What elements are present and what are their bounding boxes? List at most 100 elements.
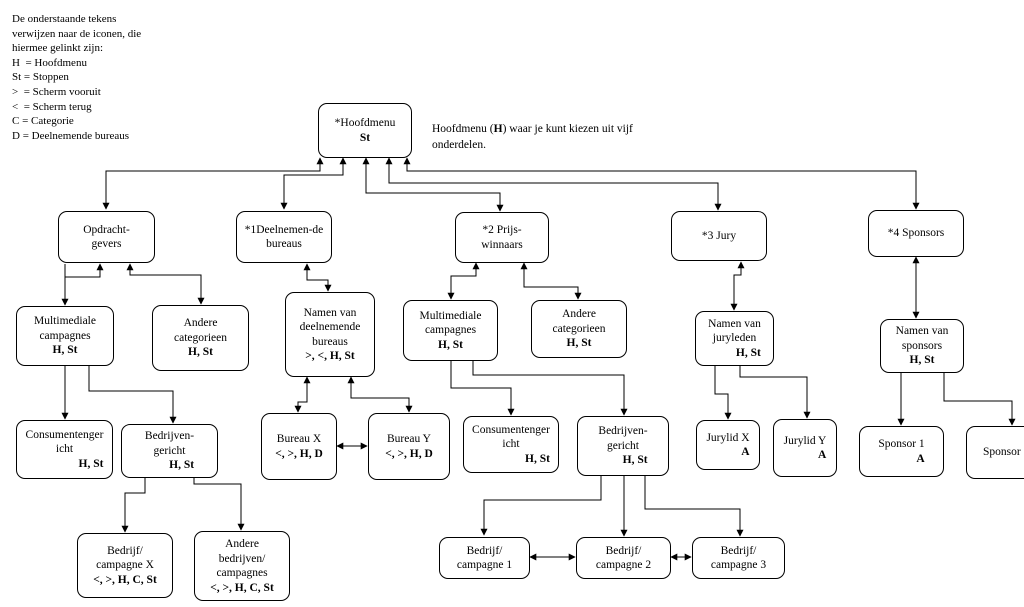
node-bedrijf-campagne-1: Bedrijf/ campagne 1 (439, 537, 530, 579)
node-codes: H, St (909, 354, 935, 367)
node-codes: H, St (525, 452, 550, 465)
node-label: Consumentenger icht (472, 423, 550, 451)
node-label: Jurylid X (706, 431, 750, 444)
edge-opdrachtgevers-multimediale (64, 263, 104, 278)
description-bold-key: H (493, 123, 503, 135)
node-label: Sponsor (983, 446, 1021, 459)
node-deelnemende-bureaus: *1Deelnemen-de bureaus (236, 211, 332, 263)
hoofdmenu-description: Hoofdmenu (H) waar je kunt kiezen uit vi… (432, 123, 633, 151)
edge-jury-namen (730, 261, 745, 311)
edge-prijswinnaars-multimediale (447, 262, 480, 300)
node-namen-deelnemende-bureaus: Namen van deelnemende bureaus >, <, H, St (285, 292, 375, 377)
edge-multimediale-bedrijven (88, 366, 177, 424)
node-codes: <, >, H, D (385, 447, 433, 460)
node-label: Bureau Y (387, 433, 431, 445)
node-codes: H, St (438, 338, 463, 351)
node-sponsors: *4 Sponsors (868, 210, 964, 257)
node-prijswinnaars: *2 Prijs- winnaars (455, 212, 549, 263)
node-codes: H, St (169, 459, 195, 472)
node-label: Multimediale campagnes (419, 309, 482, 337)
node-codes: H, St (52, 344, 78, 357)
edge-bedrijven-bedrijfx (121, 478, 146, 533)
edge-hoofdmenu-prijswinnaars (362, 157, 504, 212)
node-label: Bedrijf/ campagne X (96, 544, 154, 572)
node-label: Namen van deelnemende bureaus (299, 306, 361, 348)
edge-hoofdmenu-sponsors (403, 157, 920, 210)
edge-bedrijven2-bedrijf1 (480, 476, 602, 536)
edge-namensponsors-sponsor2 (943, 373, 1016, 426)
node-label: Bedrijven- gericht (144, 430, 195, 457)
node-label: *2 Prijs- winnaars (481, 224, 523, 251)
legend-text: De onderstaande tekens verwijzen naar de… (12, 13, 142, 142)
edge-hoofdmenu-jury (385, 157, 722, 211)
node-label: Bureau X (276, 433, 322, 445)
node-label: Andere categorieen (174, 317, 227, 344)
edge-prijswinnaars-andere (520, 262, 582, 300)
node-label: Bedrijven- gericht (598, 425, 648, 452)
node-jurylid-y: Jurylid Y A (773, 419, 837, 477)
node-jurylid-x: Jurylid X A (696, 420, 760, 470)
edge-opdrachtgevers-andere (126, 263, 205, 305)
node-label: Namen van juryleden (708, 317, 761, 345)
node-codes: A (818, 449, 827, 461)
edge-namenjury-juryx (714, 366, 732, 420)
node-label: Jurylid Y (783, 434, 827, 447)
node-codes: A (916, 452, 925, 465)
node-label: Bedrijf/ campagne 3 (710, 544, 767, 572)
node-namen-sponsors: Namen van sponsors H, St (880, 319, 964, 373)
edge-bedrijven2-bedrijf3 (644, 476, 744, 537)
node-bedrijf-campagne-2: Bedrijf/ campagne 2 (576, 537, 671, 579)
node-label: Andere bedrijven/ campagnes (216, 538, 268, 579)
edge-namen-bureaux (294, 376, 311, 413)
node-label: *4 Sponsors (887, 227, 945, 240)
node-sponsor-2: Sponsor (966, 426, 1024, 479)
node-codes: H, St (622, 454, 648, 467)
node-bureau-y: Bureau Y <, >, H, D (368, 413, 450, 480)
edge-multimediale2-consument (450, 361, 515, 416)
edge-deelnemende-namen (303, 263, 332, 292)
edge-hoofdmenu-deelnemende (280, 157, 347, 210)
node-multimediale-campagnes-1: Multimediale campagnes H, St (16, 306, 114, 366)
node-andere-categorieen-1: Andere categorieen H, St (152, 305, 249, 371)
edge-namenjury-juryy (739, 366, 811, 419)
node-label: Andere categorieen (552, 308, 606, 335)
node-bedrijvengericht-2: Bedrijven- gericht H, St (577, 416, 669, 476)
node-bureau-x: Bureau X <, >, H, D (261, 413, 337, 480)
node-bedrijf-campagne-3: Bedrijf/ campagne 3 (692, 537, 785, 579)
node-codes: H, St (735, 346, 761, 359)
node-label: *3 Jury (701, 229, 737, 242)
node-label: Consumentenger icht (25, 428, 104, 456)
node-codes: >, <, H, St (305, 350, 355, 362)
node-codes: <, >, H, C, St (93, 573, 157, 586)
node-label: *1Deelnemen-de bureaus (244, 223, 324, 251)
node-codes: H, St (566, 337, 592, 350)
node-andere-bedrijven-campagnes: Andere bedrijven/ campagnes <, >, H, C, S… (194, 531, 290, 601)
edge-bedrijven-andere (193, 478, 245, 531)
node-label: *Hoofdmenu (334, 117, 396, 129)
node-opdrachtgevers: Opdracht- gevers (58, 211, 155, 263)
edge-multimediale2-bedrijven (472, 361, 628, 416)
node-bedrijf-campagne-x: Bedrijf/ campagne X<, >, H, C, St (77, 533, 173, 598)
node-codes: H, St (78, 457, 104, 470)
node-label: Sponsor 1 (878, 438, 925, 450)
node-label: Multimediale campagnes (34, 315, 96, 342)
node-andere-categorieen-2: Andere categorieen H, St (531, 300, 627, 358)
node-codes: <, >, H, C, St (210, 581, 274, 594)
node-codes: St (359, 131, 371, 144)
node-codes: <, >, H, D (275, 447, 323, 460)
edge-hoofdmenu-opdrachtgevers (102, 157, 324, 210)
node-label: Bedrijf/ campagne 1 (456, 544, 513, 572)
node-jury: *3 Jury (671, 211, 767, 261)
node-label: Bedrijf/ campagne 2 (595, 544, 652, 572)
node-label: Namen van sponsors (895, 325, 949, 352)
edge-namen-bureauy (347, 376, 413, 413)
node-codes: H, St (188, 346, 213, 359)
node-codes: A (741, 446, 750, 458)
node-sponsor-1: Sponsor 1 A (859, 426, 944, 477)
